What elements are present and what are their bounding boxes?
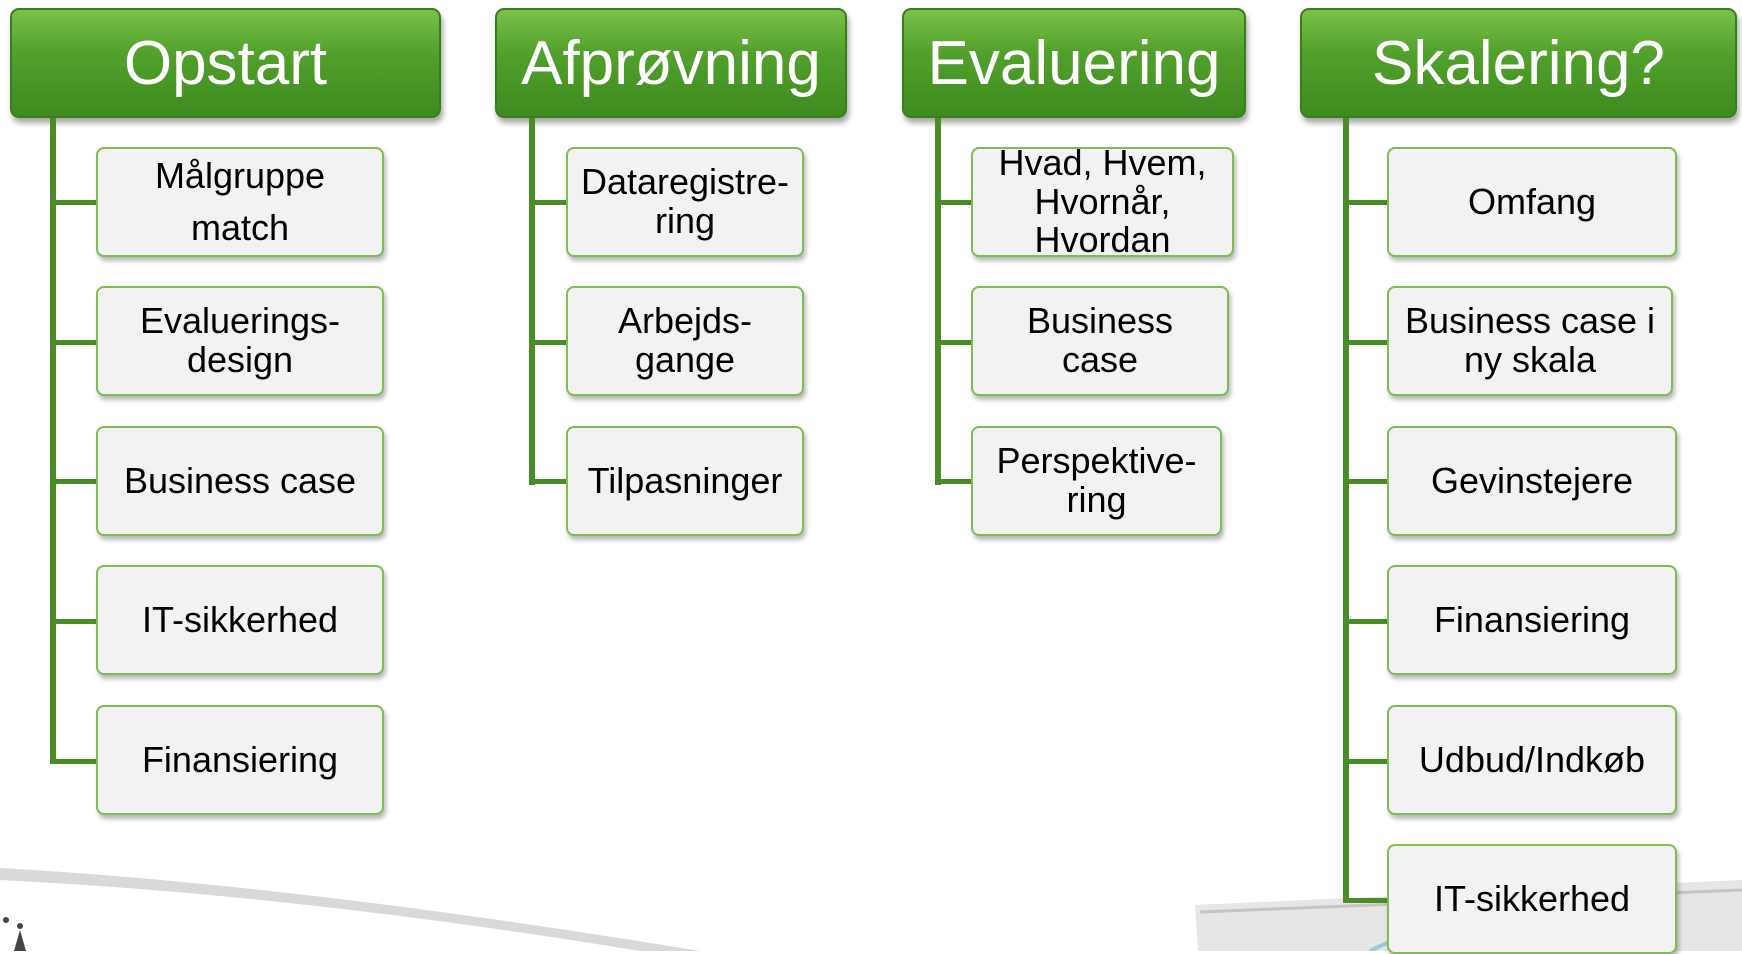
column-header-opstart: Opstart xyxy=(10,8,441,118)
connector-branch xyxy=(529,200,567,205)
connector-trunk xyxy=(935,118,941,485)
card-gevinstejere: Gevinstejere xyxy=(1387,426,1677,536)
card-business-case-ny-skala: Business case i ny skala xyxy=(1387,286,1673,396)
connector-branch xyxy=(935,479,972,484)
connector-branch xyxy=(50,340,97,345)
connector-trunk xyxy=(50,118,56,764)
card-hvad-hvem-hvornaar-hvordan: Hvad, Hvem, Hvornår, Hvordan xyxy=(971,143,1234,259)
connector-branch xyxy=(1343,759,1388,764)
logo-icon xyxy=(3,917,26,951)
connector-branch xyxy=(50,619,97,624)
connector-branch xyxy=(935,340,972,345)
column-header-evaluering: Evaluering xyxy=(902,8,1246,118)
card-finansiering: Finansiering xyxy=(96,705,384,815)
card-tilpasninger: Tilpasninger xyxy=(566,426,804,536)
connector-branch xyxy=(529,479,567,484)
card-business-case-evaluering: Business case xyxy=(971,286,1229,396)
connector-branch xyxy=(50,759,97,764)
connector-trunk xyxy=(1343,118,1349,903)
card-maalgruppe-match: Målgruppe match xyxy=(96,147,384,257)
card-dataregistrering: Dataregistre- ring xyxy=(566,147,804,257)
connector-branch xyxy=(1343,479,1388,484)
connector-trunk xyxy=(529,118,535,485)
connector-branch xyxy=(529,340,567,345)
column-header-skalering: Skalering? xyxy=(1300,8,1737,118)
connector-branch xyxy=(1343,200,1388,205)
connector-branch xyxy=(50,479,97,484)
card-finansiering-skalering: Finansiering xyxy=(1387,565,1677,675)
connector-branch xyxy=(1343,340,1388,345)
connector-branch xyxy=(1343,619,1388,624)
column-header-afproevning: Afprøvning xyxy=(495,8,847,118)
connector-branch xyxy=(935,200,972,205)
card-business-case: Business case xyxy=(96,426,384,536)
card-omfang: Omfang xyxy=(1387,147,1677,257)
card-it-sikkerhed-skalering: IT-sikkerhed xyxy=(1387,844,1677,954)
card-arbejdsgange: Arbejds- gange xyxy=(566,286,804,396)
card-evaluerings-design: Evaluerings- design xyxy=(96,286,384,396)
connector-branch xyxy=(1343,898,1388,903)
card-it-sikkerhed: IT-sikkerhed xyxy=(96,565,384,675)
card-udbud-indkoeb: Udbud/Indkøb xyxy=(1387,705,1677,815)
card-perspektivering: Perspektive- ring xyxy=(971,426,1222,536)
connector-branch xyxy=(50,200,97,205)
